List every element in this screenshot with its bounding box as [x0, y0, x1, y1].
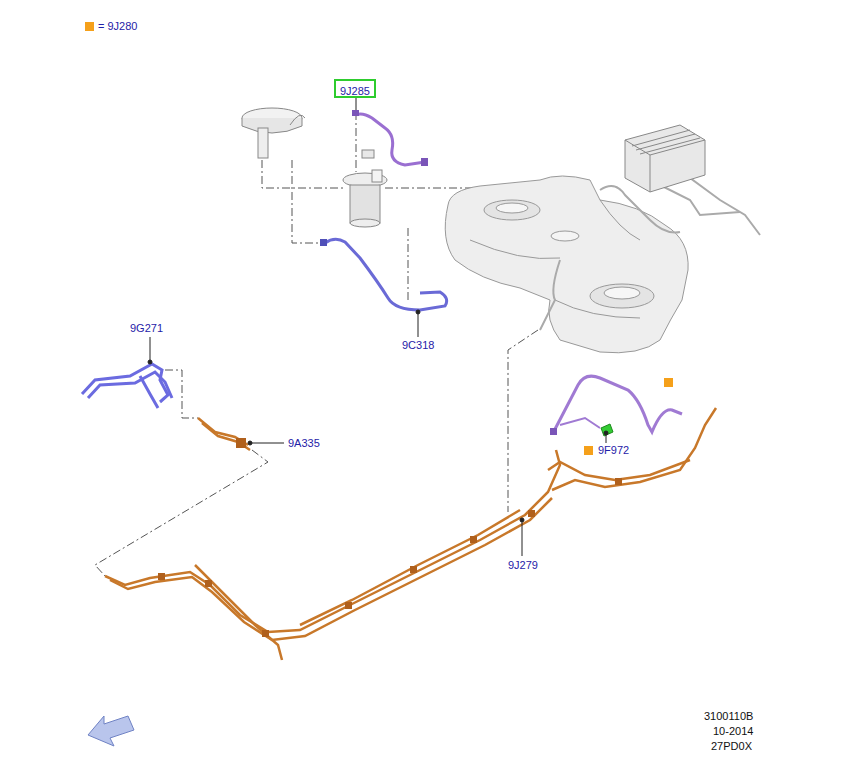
legend-swatch — [85, 22, 94, 31]
drawing-code: 10-2014 — [713, 725, 753, 738]
callout-number: 9J279 — [508, 559, 538, 572]
callout-number: 9A335 — [288, 437, 320, 450]
legend-text: = 9J280 — [98, 20, 137, 33]
callout-number: 9C318 — [402, 339, 434, 352]
drawing-code: 27PD0X — [711, 740, 752, 753]
part-number: 9J285 — [336, 84, 374, 99]
drawing-code: 3100110B — [704, 710, 753, 723]
callout-number: 9F972 — [598, 444, 629, 457]
callout-number: 9G271 — [130, 322, 163, 335]
part-number-box: 9J285 — [334, 79, 376, 98]
